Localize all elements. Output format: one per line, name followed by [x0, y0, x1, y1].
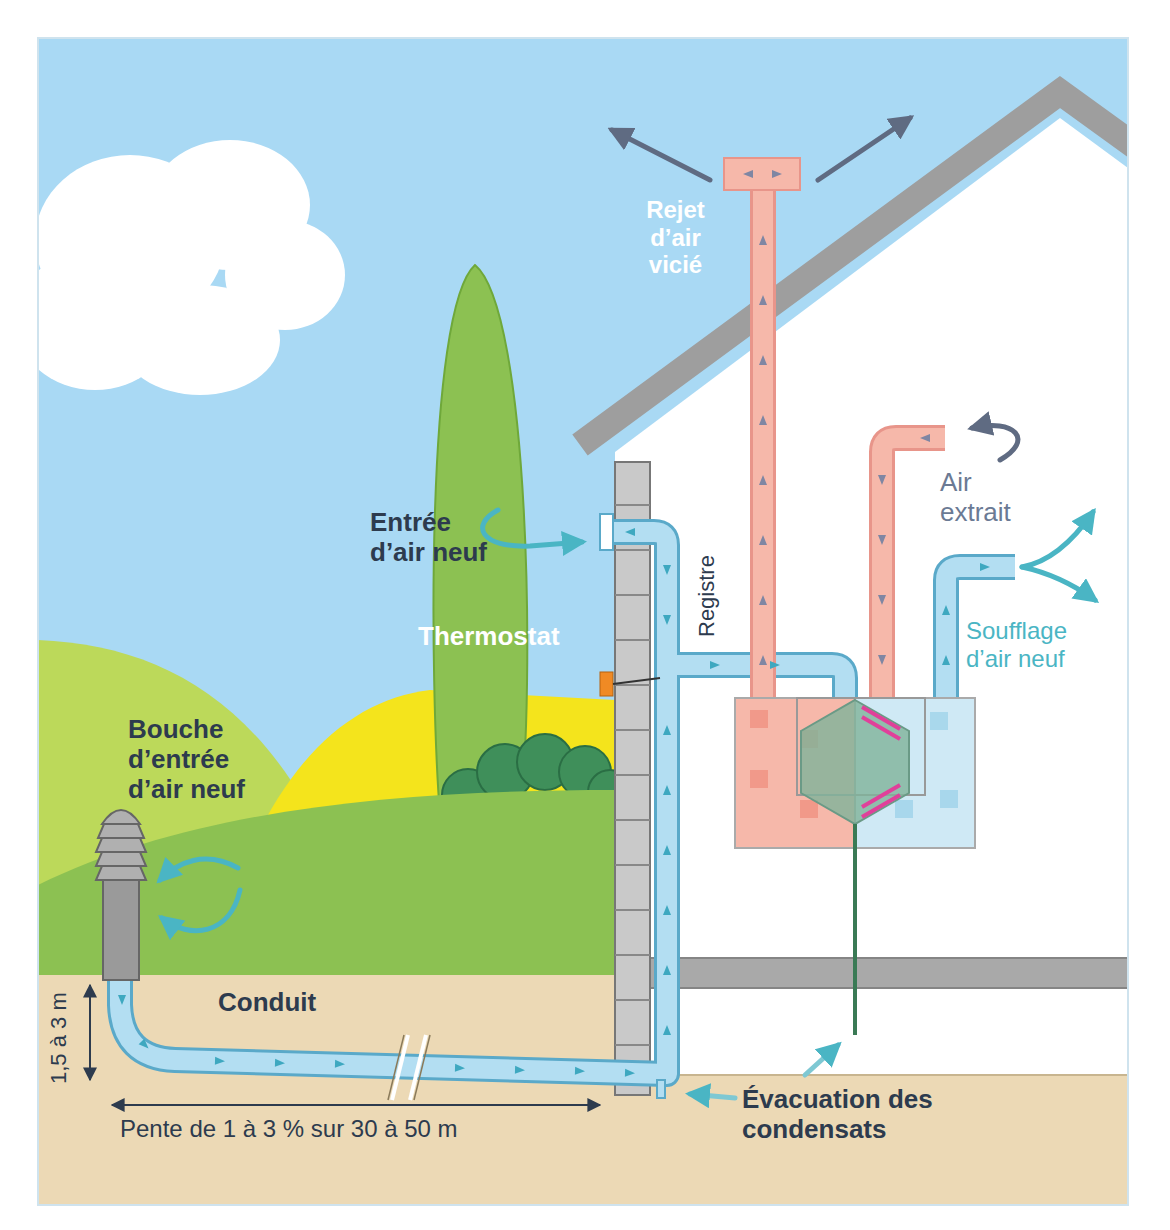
- sky: [38, 38, 1128, 1205]
- duct-label: Conduit: [218, 988, 316, 1018]
- stale-air-duct: [763, 190, 945, 700]
- drain-stub: [657, 1080, 665, 1098]
- dimension-label: 1,5 à 3 m: [46, 992, 71, 1084]
- vent-label: Bouche d’entrée d’air neuf: [128, 715, 278, 805]
- thermostat: [600, 672, 613, 696]
- floor-slab: [650, 958, 1128, 988]
- condensate-label: Évacuation des condensats: [742, 1085, 992, 1145]
- condensate-drain: [853, 824, 857, 1035]
- supply-label: Soufflage d’air neuf: [966, 617, 1111, 672]
- air-inlet: [600, 514, 613, 550]
- outlet-label: Rejet d’air vicié: [628, 196, 723, 279]
- frame: [38, 38, 1128, 1205]
- basement: [650, 975, 1128, 1075]
- basement-floor: [650, 1074, 1128, 1076]
- dimension-label: Pente de 1 à 3 % sur 30 à 50 m: [120, 1115, 458, 1143]
- break-mark: [392, 1035, 426, 1100]
- thermostat-label: Thermostat: [418, 622, 560, 652]
- dimension-line: [90, 985, 600, 1105]
- damper-label: Registre: [694, 555, 719, 637]
- extract-label: Air extrait: [940, 468, 1040, 528]
- roof: [580, 92, 1128, 445]
- thermostat-wire: [613, 678, 660, 684]
- air-intake-vent: [96, 810, 146, 980]
- cloud: [38, 140, 345, 395]
- brick-wall: [615, 462, 650, 1095]
- air-flow-arrow: [160, 118, 1095, 1098]
- inlet-label: Entrée d’air neuf: [370, 508, 505, 568]
- break-mark: [388, 1035, 430, 1100]
- ground: [38, 975, 1128, 1205]
- flow-arrows: [118, 235, 990, 1077]
- chimney-cap: [724, 158, 800, 190]
